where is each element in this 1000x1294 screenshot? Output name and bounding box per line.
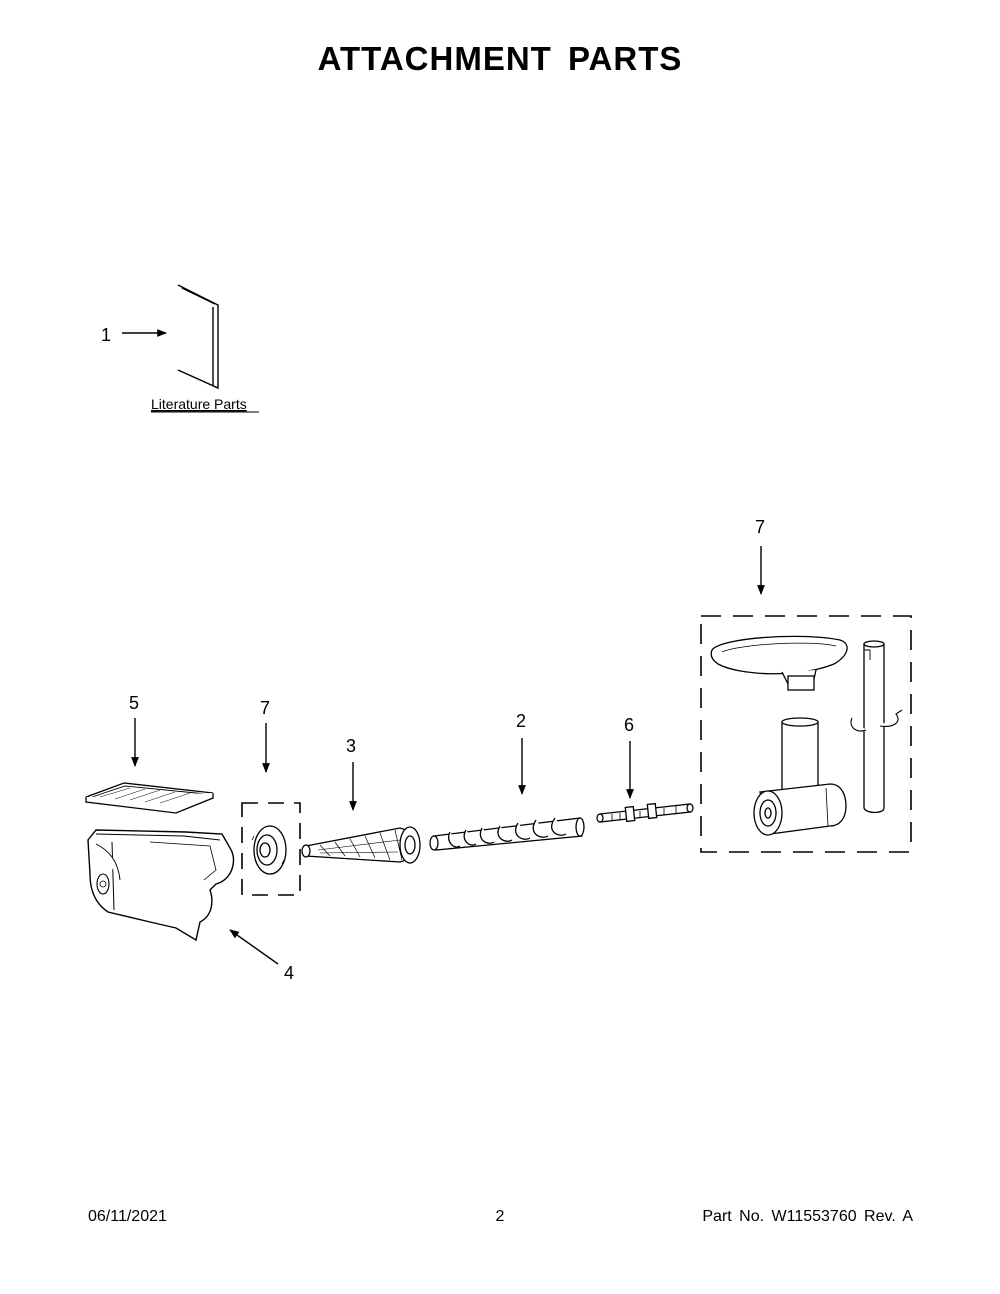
footer-date: 06/11/2021 <box>88 1208 167 1225</box>
grinding-plate <box>251 825 287 875</box>
literature-document-icon <box>177 284 219 390</box>
food-tray <box>85 782 214 814</box>
callout-6: 6 <box>624 715 634 735</box>
literature-callout-number: 1 <box>101 325 111 345</box>
footer-page-number: 2 <box>495 1208 505 1225</box>
footer-part-number: Part No. W11553760 Rev. A <box>702 1208 913 1225</box>
kit-box-right <box>700 615 912 853</box>
kit-food-tray <box>710 635 848 691</box>
kit-box-left <box>241 802 301 896</box>
callout-5: 5 <box>129 693 139 713</box>
callout-4-arrow <box>229 929 279 965</box>
callout-3: 3 <box>346 736 356 756</box>
auger-worm <box>429 817 585 851</box>
callout-2: 2 <box>516 711 526 731</box>
kit-grinder-body <box>753 717 847 836</box>
callout-4: 4 <box>284 963 294 983</box>
literature-parts-label: Literature Parts <box>151 396 247 412</box>
grinder-housing <box>87 829 235 942</box>
kit-food-pusher <box>850 640 903 814</box>
strainer-cone <box>301 826 421 864</box>
page-title: ATTACHMENT PARTS <box>317 40 683 77</box>
callout-7-right: 7 <box>755 517 765 537</box>
callout-7-left: 7 <box>260 698 270 718</box>
drive-shaft <box>596 802 694 823</box>
